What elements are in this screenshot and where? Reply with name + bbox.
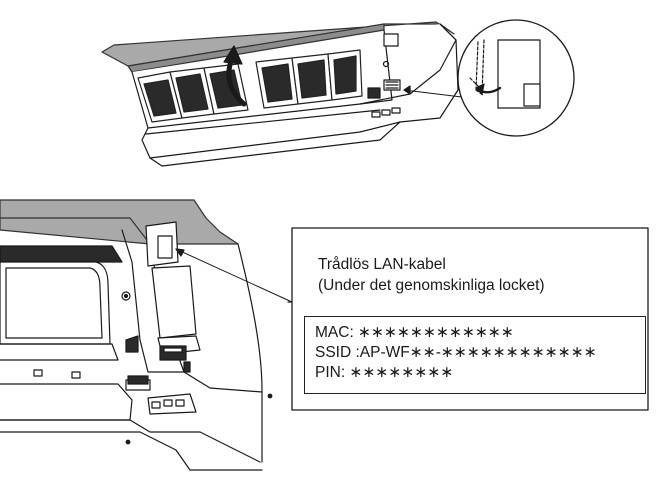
indoor-unit-overview — [101, 21, 471, 167]
ssid-text: SSID :AP-WF∗∗-∗∗∗∗∗∗∗∗∗∗∗∗ — [315, 344, 597, 361]
callout-line-2: (Under det genomskinliga locket) — [318, 277, 545, 294]
pin-text: PIN: ∗∗∗∗∗∗∗∗ — [315, 364, 454, 381]
callout-frame — [291, 227, 649, 411]
indoor-unit-closeup — [0, 199, 293, 471]
closeup-front-panel — [0, 199, 239, 245]
side-compartment — [367, 33, 401, 118]
mac-address-text: MAC: ∗∗∗∗∗∗∗∗∗∗∗∗ — [315, 324, 514, 341]
closeup-filters — [0, 245, 123, 379]
callout-line-1: Trådlös LAN-kabel — [318, 256, 446, 273]
lan-module-compartment — [121, 221, 201, 415]
lift-arrow — [223, 45, 247, 107]
air-filters — [137, 49, 363, 123]
callout-title: Trådlös LAN-kabel (Under det genomskinli… — [318, 254, 545, 296]
wlan-label-box: MAC: ∗∗∗∗∗∗∗∗∗∗∗∗ SSID :AP-WF∗∗-∗∗∗∗∗∗∗∗… — [304, 316, 646, 394]
zoom-detail-circle — [457, 19, 575, 137]
